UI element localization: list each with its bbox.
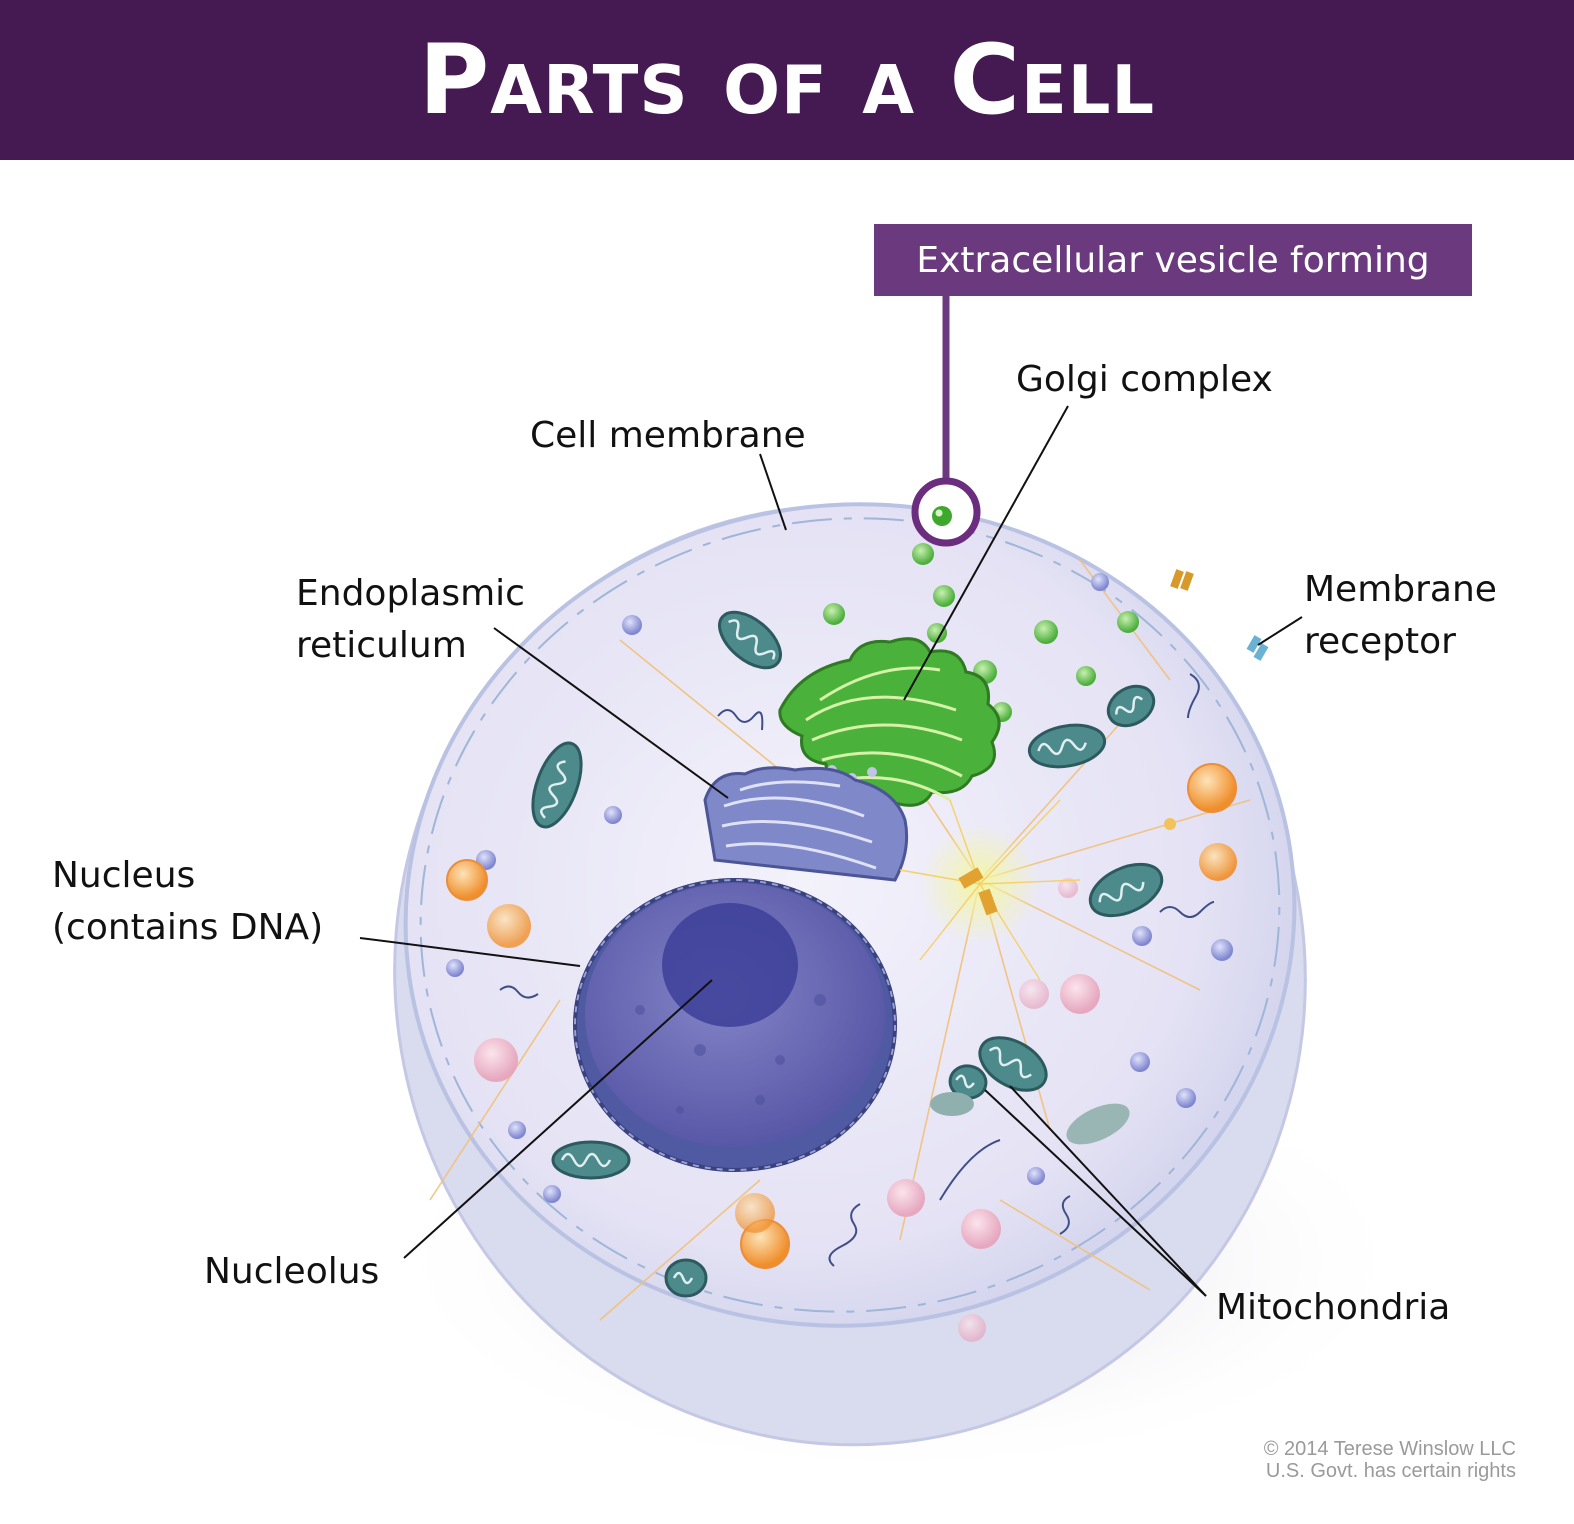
leader-nucleus (359, 937, 581, 967)
page-title: Parts of a Cell (418, 24, 1156, 136)
copyright-credit: © 2014 Terese Winslow LLC U.S. Govt. has… (1264, 1438, 1516, 1482)
er-label-line2: reticulum (296, 625, 467, 666)
membrane-receptor-label: Membrane receptor (1304, 564, 1497, 668)
leader-mitochondria-1 (1009, 1085, 1207, 1297)
er-label-line1: Endoplasmic (296, 573, 525, 614)
mitochondria-group (531, 610, 1164, 1298)
golgi-complex (778, 637, 1001, 807)
nucleus (573, 878, 897, 1172)
cell-membrane-label: Cell membrane (530, 415, 806, 456)
leader-mitochondria-2 (984, 1089, 1207, 1297)
leader-er (493, 627, 729, 799)
rna-strands (499, 673, 1215, 1267)
er-label: Endoplasmic reticulum (296, 568, 525, 672)
extracellular-vesicle-callout: Extracellular vesicle forming (874, 224, 1472, 296)
leader-lines (359, 405, 1303, 1297)
nucleus-label-line2: (contains DNA) (52, 907, 324, 948)
golgi-complex-label: Golgi complex (1016, 359, 1273, 400)
membrane-receptors (1170, 569, 1269, 661)
leader-nucleolus (403, 979, 713, 1259)
extracellular-vesicle-label: Extracellular vesicle forming (916, 239, 1430, 281)
leader-golgi (903, 405, 1069, 701)
nucleolus-label: Nucleolus (204, 1251, 380, 1292)
mitochondria-label: Mitochondria (1216, 1287, 1451, 1328)
credit-line2: U.S. Govt. has certain rights (1265, 1460, 1516, 1482)
cell-membrane (419, 517, 1281, 1313)
vesicle-ring-icon (911, 296, 981, 547)
vesicles (446, 543, 1237, 1342)
endoplasmic-reticulum (703, 766, 909, 882)
membrane-receptor-line1: Membrane (1304, 569, 1497, 610)
credit-line1: © 2014 Terese Winslow LLC (1263, 1438, 1516, 1460)
title-banner (0, 0, 1574, 160)
leader-receptor (1257, 616, 1303, 646)
centrosome (899, 799, 1081, 981)
nucleus-label-line1: Nucleus (52, 855, 196, 896)
leader-cell-membrane (759, 453, 787, 531)
nucleus-label: Nucleus (contains DNA) (52, 850, 323, 954)
membrane-receptor-line2: receptor (1304, 621, 1456, 662)
